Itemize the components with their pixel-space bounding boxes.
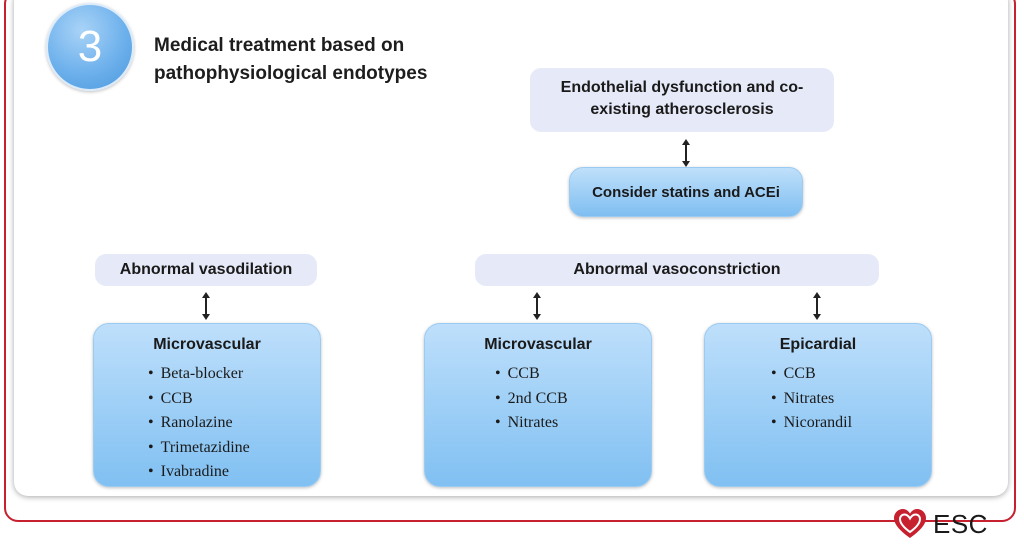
abnormal-vasoconstriction-label: Abnormal vasoconstriction <box>573 261 781 278</box>
list-item: Ivabradine <box>148 460 320 485</box>
double-arrow-icon <box>682 139 690 167</box>
endothelial-dysfunction-box: Endothelial dysfunction and co-existing … <box>530 68 834 132</box>
outer-frame <box>4 0 1016 522</box>
abnormal-vasodilation-label: Abnormal vasodilation <box>119 261 293 278</box>
list-item: Ranolazine <box>148 411 320 436</box>
vasoconstriction-epicardial-card: Epicardial CCB Nitrates Nicorandil <box>704 323 932 487</box>
double-arrow-icon <box>813 292 821 320</box>
list-item: Nitrates <box>771 387 931 412</box>
heart-icon <box>894 509 926 538</box>
step-number-badge: 3 <box>46 3 134 91</box>
double-arrow-icon <box>202 292 210 320</box>
card-title: Microvascular <box>484 336 592 353</box>
list-item: Nitrates <box>495 411 651 436</box>
double-arrow-icon <box>533 292 541 320</box>
list-item: CCB <box>495 362 651 387</box>
consider-statins-box: Consider statins and ACEi <box>569 167 803 217</box>
card-title: Microvascular <box>153 336 261 353</box>
vasoconstriction-microvascular-card: Microvascular CCB 2nd CCB Nitrates <box>424 323 652 487</box>
page-title: Medical treatment based on pathophysiolo… <box>154 35 428 84</box>
esc-logo-text: ESC <box>933 508 988 539</box>
abnormal-vasoconstriction-label-box: Abnormal vasoconstriction <box>475 254 879 286</box>
abnormal-vasodilation-label-box: Abnormal vasodilation <box>95 254 317 286</box>
list-item: 2nd CCB <box>495 387 651 412</box>
list-item: Nicorandil <box>771 411 931 436</box>
card-title: Epicardial <box>779 336 857 353</box>
list-item: Trimetazidine <box>148 436 320 461</box>
list-item: Beta-blocker <box>148 362 320 387</box>
list-item: CCB <box>771 362 931 387</box>
treatment-list: CCB Nitrates Nicorandil <box>705 362 931 436</box>
list-item: CCB <box>148 387 320 412</box>
treatment-list: CCB 2nd CCB Nitrates <box>425 362 651 436</box>
vasodilation-microvascular-card: Microvascular Beta-blocker CCB Ranolazin… <box>93 323 321 487</box>
treatment-list: Beta-blocker CCB Ranolazine Trimetazidin… <box>94 362 320 485</box>
esc-logo: ESC <box>893 507 988 541</box>
consider-statins-label: Consider statins and ACEi <box>592 183 780 201</box>
endothelial-dysfunction-label: Endothelial dysfunction and co-existing … <box>560 79 804 118</box>
